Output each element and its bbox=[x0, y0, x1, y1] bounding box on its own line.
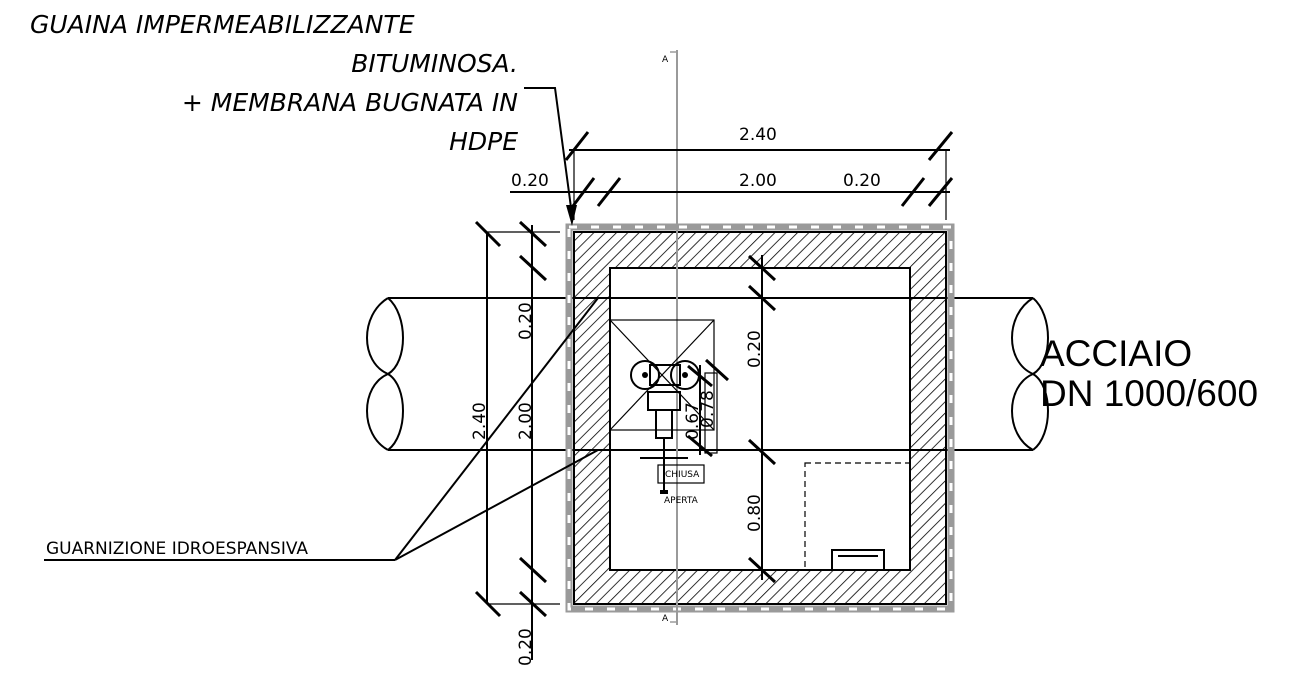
valve-closed-label: CHIUSA bbox=[665, 470, 700, 480]
dim-top-total: 2.40 bbox=[739, 125, 777, 145]
dim-left-inner: 2.00 bbox=[516, 402, 536, 440]
waterproof-membrane bbox=[565, 223, 955, 613]
dim-top-inner: 2.00 bbox=[739, 171, 777, 191]
section-line-a: A A bbox=[662, 50, 678, 625]
pipe-label-diameter: DN 1000/600 bbox=[1040, 373, 1258, 414]
section-mark-bottom: A bbox=[662, 614, 669, 624]
left-dimensions: 2.40 0.20 2.00 0.20 bbox=[470, 220, 560, 666]
dim-left-top-wall: 0.20 bbox=[516, 302, 536, 340]
dim-inner-mid1: 0.67 bbox=[683, 402, 703, 440]
gate-valve: CHIUSA APERTA bbox=[609, 319, 718, 506]
dim-top-right-wall: 0.20 bbox=[843, 171, 881, 191]
dim-left-bottom-wall: 0.20 bbox=[516, 628, 536, 666]
dim-inner-mid2: 0.78 bbox=[698, 390, 718, 428]
section-mark-top: A bbox=[662, 55, 669, 65]
dim-inner-top: 0.20 bbox=[745, 330, 765, 368]
membrane-note: GUAINA IMPERMEABILIZZANTE BITUMINOSA. + … bbox=[30, 10, 577, 226]
valve-open-label: APERTA bbox=[664, 496, 699, 506]
dim-top-left-wall: 0.20 bbox=[511, 171, 549, 191]
dim-inner-bottom: 0.80 bbox=[745, 494, 765, 532]
pipe-label: ACCIAIO DN 1000/600 bbox=[1040, 333, 1258, 414]
inner-dimensions: 0.20 0.80 0.67 0.78 bbox=[683, 254, 777, 584]
chamber-walls bbox=[573, 231, 947, 605]
membrane-note-line3: + MEMBRANA BUGNATA IN bbox=[182, 88, 518, 117]
membrane-note-line1: GUAINA IMPERMEABILIZZANTE bbox=[30, 10, 415, 39]
dim-left-total: 2.40 bbox=[470, 402, 490, 440]
access-hatch bbox=[804, 462, 911, 571]
membrane-note-line2: BITUMINOSA. bbox=[351, 49, 518, 78]
top-dimensions: 2.40 0.20 2.00 0.20 bbox=[510, 125, 954, 220]
pipe-label-material: ACCIAIO bbox=[1040, 333, 1192, 374]
membrane-note-line4: HDPE bbox=[449, 127, 518, 156]
gasket-note-text: GUARNIZIONE IDROESPANSIVA bbox=[46, 539, 308, 559]
gasket-note: GUARNIZIONE IDROESPANSIVA bbox=[44, 297, 599, 561]
